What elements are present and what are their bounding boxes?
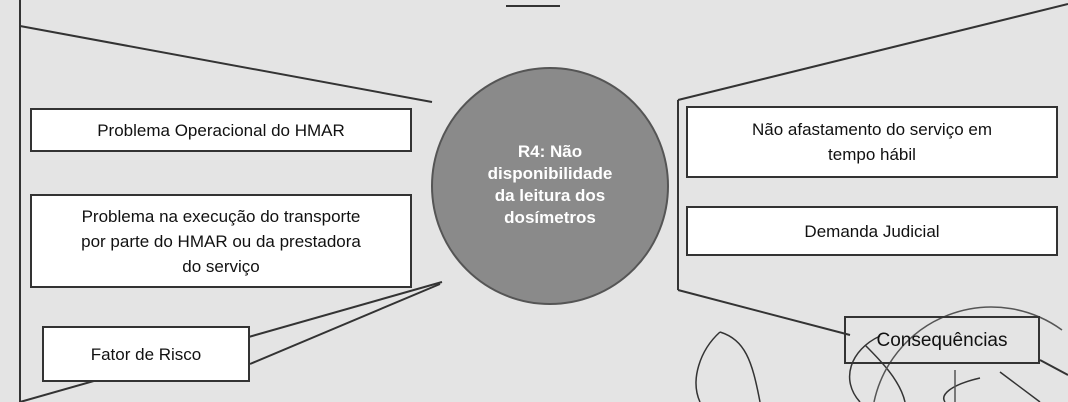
cause-box-2-text: Problema na execução do transporte por p… — [81, 206, 361, 276]
risk-factor-box: Fator de Risco — [42, 326, 250, 382]
right-funnel-bottom-edge — [677, 289, 851, 336]
left-funnel-top-edge — [19, 25, 433, 103]
consequences-category-box: Consequências — [844, 316, 1040, 364]
cause-box-1: Problema Operacional do HMAR — [30, 108, 412, 152]
consequence-box-2: Demanda Judicial — [686, 206, 1058, 256]
signature-mark — [695, 331, 1041, 402]
consequences-category-label: Consequências — [876, 329, 1008, 351]
consequence-box-1-text: Não afastamento do serviço em tempo hábi… — [751, 120, 992, 164]
cause-box-2: Problema na execução do transporte por p… — [30, 194, 412, 288]
cause-box-1-text: Problema Operacional do HMAR — [97, 120, 345, 140]
stamp-seal — [873, 306, 1063, 402]
right-funnel-top-edge — [677, 3, 1068, 101]
risk-event-circle — [431, 67, 669, 305]
risk-factor-connector — [249, 283, 441, 365]
consequence-box-2-text: Demanda Judicial — [804, 221, 940, 241]
risk-factor-label: Fator de Risco — [90, 344, 202, 364]
right-funnel-lower-edge — [1039, 359, 1068, 376]
consequence-box-1: Não afastamento do serviço em tempo hábi… — [686, 106, 1058, 178]
risk-event-label: R4: Não disponibilidade da leitura dos d… — [487, 142, 613, 227]
